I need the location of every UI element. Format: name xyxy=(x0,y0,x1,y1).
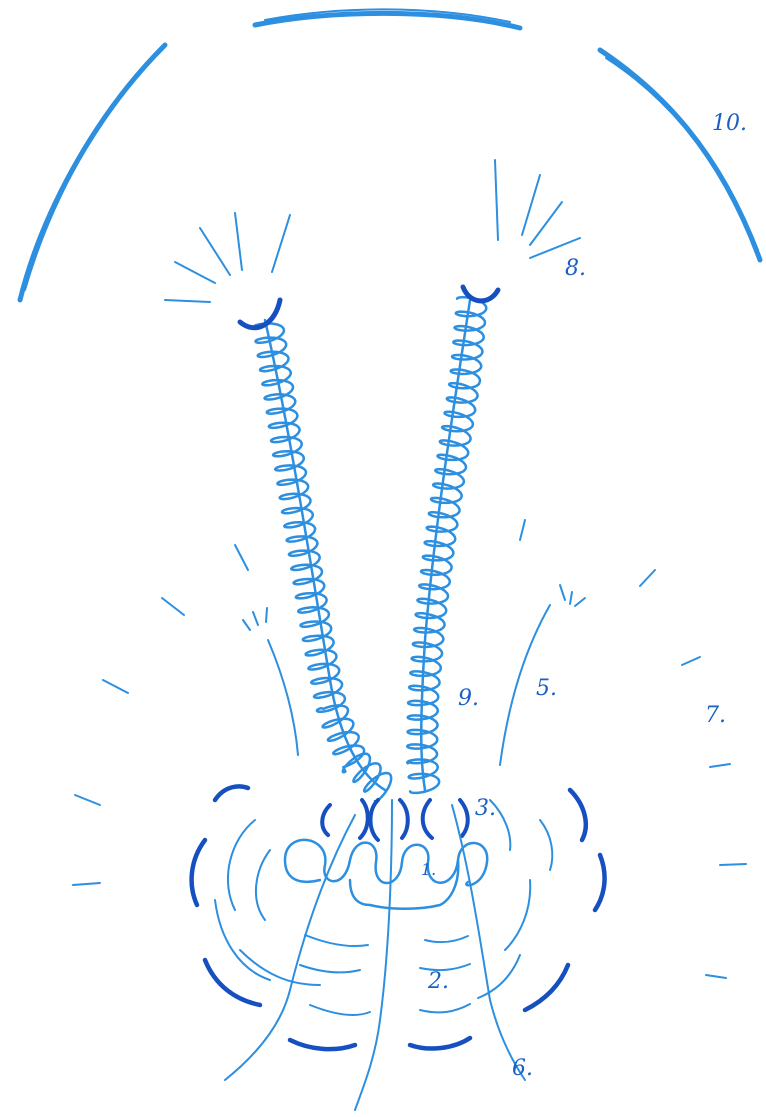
outer-arc-right xyxy=(600,50,760,260)
outer-arc-group xyxy=(20,9,760,300)
central-brackets xyxy=(322,800,468,840)
right-coil-cup xyxy=(463,287,498,301)
wavy-ring xyxy=(285,840,487,909)
label-9: 9. xyxy=(458,686,479,711)
right-coil-spring xyxy=(407,297,486,793)
label-3: 3. xyxy=(475,796,496,821)
root-lines xyxy=(225,800,525,1110)
left-coil-rays xyxy=(165,213,290,302)
label-6: 6. xyxy=(512,1056,533,1081)
right-coil-rays xyxy=(495,160,580,258)
label-8: 8. xyxy=(565,256,586,281)
label-7: 7. xyxy=(705,703,726,728)
outer-arc-right-hatch xyxy=(606,58,758,250)
label-10: 10. xyxy=(712,111,747,136)
right-coil xyxy=(407,297,486,793)
left-stem xyxy=(268,640,298,755)
outer-arc-left-hatch xyxy=(25,52,160,290)
number-labels: 1. 2. 3. 5. 6. 7. 8. 9. 10. xyxy=(421,111,747,1081)
label-2: 2. xyxy=(427,969,449,994)
left-coil-spring xyxy=(253,323,391,801)
outer-arc-left xyxy=(20,45,165,300)
label-5: 5. xyxy=(536,676,557,701)
base-arcs-dark xyxy=(192,786,605,1049)
label-1: 1. xyxy=(421,860,436,879)
left-coil-axis xyxy=(265,320,385,790)
left-coil xyxy=(253,320,391,801)
